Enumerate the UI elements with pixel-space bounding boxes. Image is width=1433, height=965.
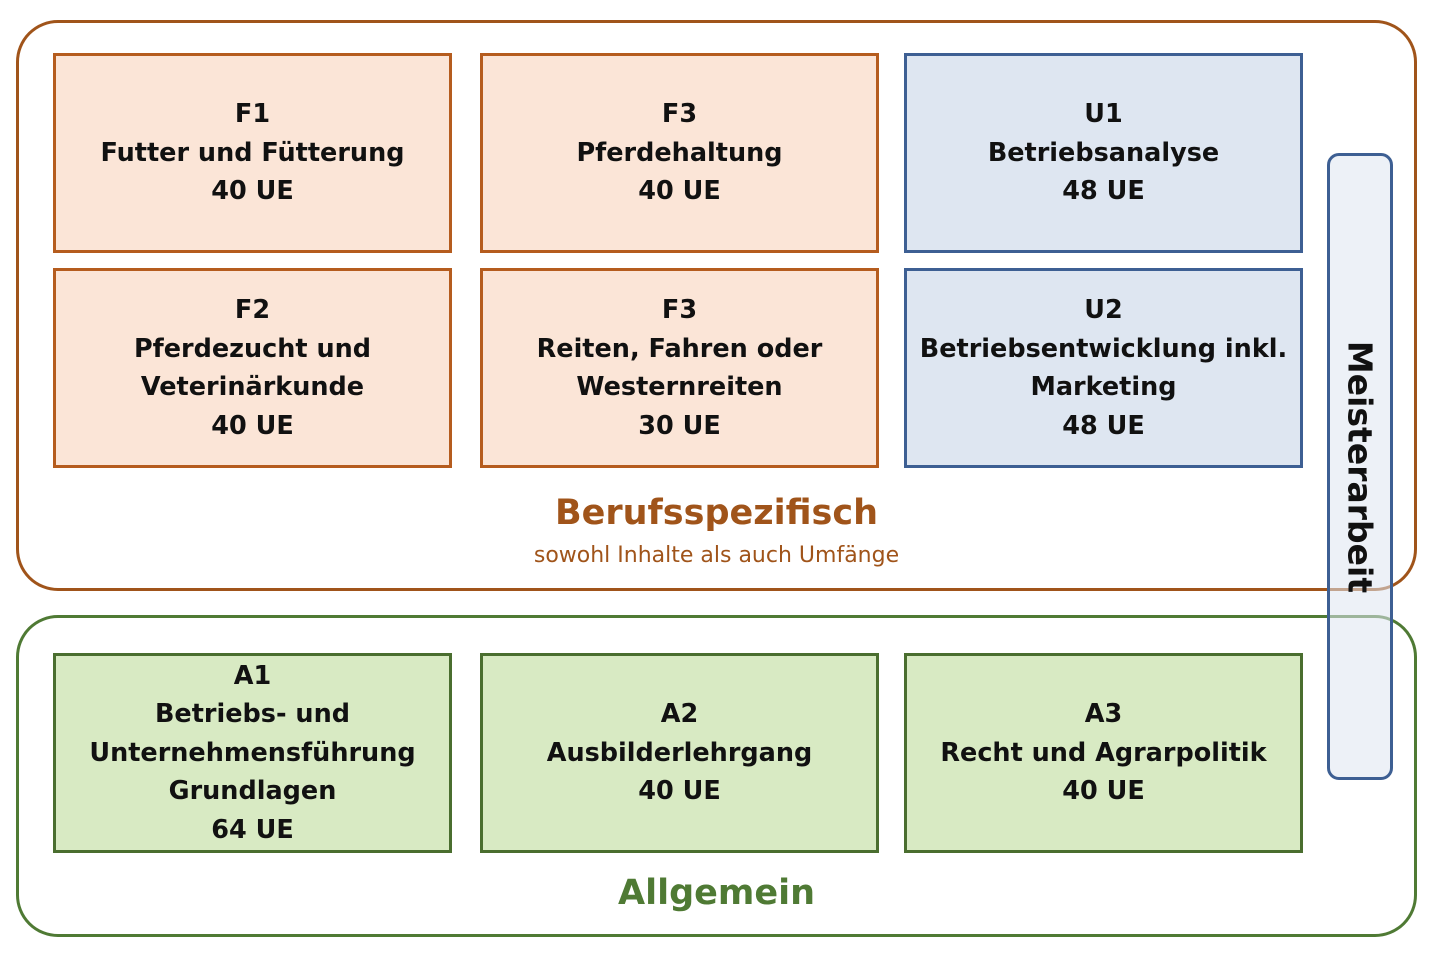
module-f2: F2 Pferdezucht und Veterinärkunde 40 UE — [53, 268, 452, 468]
module-title-line: Ausbilderlehrgang — [546, 737, 813, 768]
module-title-line: Westernreiten — [576, 372, 783, 402]
meisterarbeit-box: Meisterarbeit — [1327, 153, 1393, 780]
group-title-allgemein: Allgemein — [618, 873, 815, 913]
module-code: F3 — [661, 295, 698, 325]
module-title-line: Reiten, Fahren oder — [536, 333, 823, 364]
module-title-line: Unternehmensführung — [89, 737, 416, 768]
module-u2: U2 Betriebsentwicklung inkl. Marketing 4… — [904, 268, 1303, 468]
module-title-line: Futter und Fütterung — [100, 137, 405, 168]
module-title-line: Pferdezucht und — [133, 333, 372, 364]
module-hours: 40 UE — [638, 776, 721, 807]
module-title-line: Marketing — [1030, 372, 1177, 402]
module-code: U1 — [1084, 99, 1123, 130]
module-title-line: Betriebsanalyse — [987, 137, 1220, 168]
group-allgemein — [16, 615, 1417, 937]
group-berufsspezifisch — [16, 20, 1417, 591]
module-title-line: Veterinärkunde — [140, 372, 365, 402]
module-title-line: Recht und Agrarpolitik — [940, 737, 1267, 768]
module-hours: 64 UE — [211, 814, 294, 845]
module-a2: A2 Ausbilderlehrgang 40 UE — [480, 653, 879, 853]
module-hours: 48 UE — [1062, 176, 1145, 207]
module-code: U2 — [1084, 295, 1123, 325]
module-a3: A3 Recht und Agrarpolitik 40 UE — [904, 653, 1303, 853]
group-title-berufsspezifisch: Berufsspezifisch — [554, 493, 879, 533]
module-hours: 30 UE — [638, 410, 721, 441]
module-code: A3 — [1084, 699, 1123, 730]
module-title-line: Betriebs- und — [155, 699, 350, 730]
module-f1: F1 Futter und Fütterung 40 UE — [53, 53, 452, 253]
module-code: F2 — [234, 295, 271, 325]
module-code: F3 — [661, 99, 698, 130]
group-subtitle-berufsspezifisch: sowohl Inhalte als auch Umfänge — [533, 543, 900, 568]
module-code: A1 — [233, 660, 272, 691]
module-hours: 48 UE — [1062, 410, 1145, 441]
module-a1: A1 Betriebs- und Unternehmensführung Gru… — [53, 653, 452, 853]
module-code: F1 — [234, 99, 271, 130]
module-code: A2 — [660, 699, 699, 730]
meisterarbeit-label: Meisterarbeit — [1340, 340, 1380, 593]
module-hours: 40 UE — [1062, 776, 1145, 807]
module-title-line: Grundlagen — [168, 776, 337, 807]
module-f3-reiten: F3 Reiten, Fahren oder Westernreiten 30 … — [480, 268, 879, 468]
module-f3-pferdehaltung: F3 Pferdehaltung 40 UE — [480, 53, 879, 253]
module-hours: 40 UE — [211, 410, 294, 441]
module-title-line: Pferdehaltung — [576, 137, 783, 168]
module-u1: U1 Betriebsanalyse 48 UE — [904, 53, 1303, 253]
module-hours: 40 UE — [211, 176, 294, 207]
module-hours: 40 UE — [638, 176, 721, 207]
module-title-line: Betriebsentwicklung inkl. — [919, 333, 1288, 364]
